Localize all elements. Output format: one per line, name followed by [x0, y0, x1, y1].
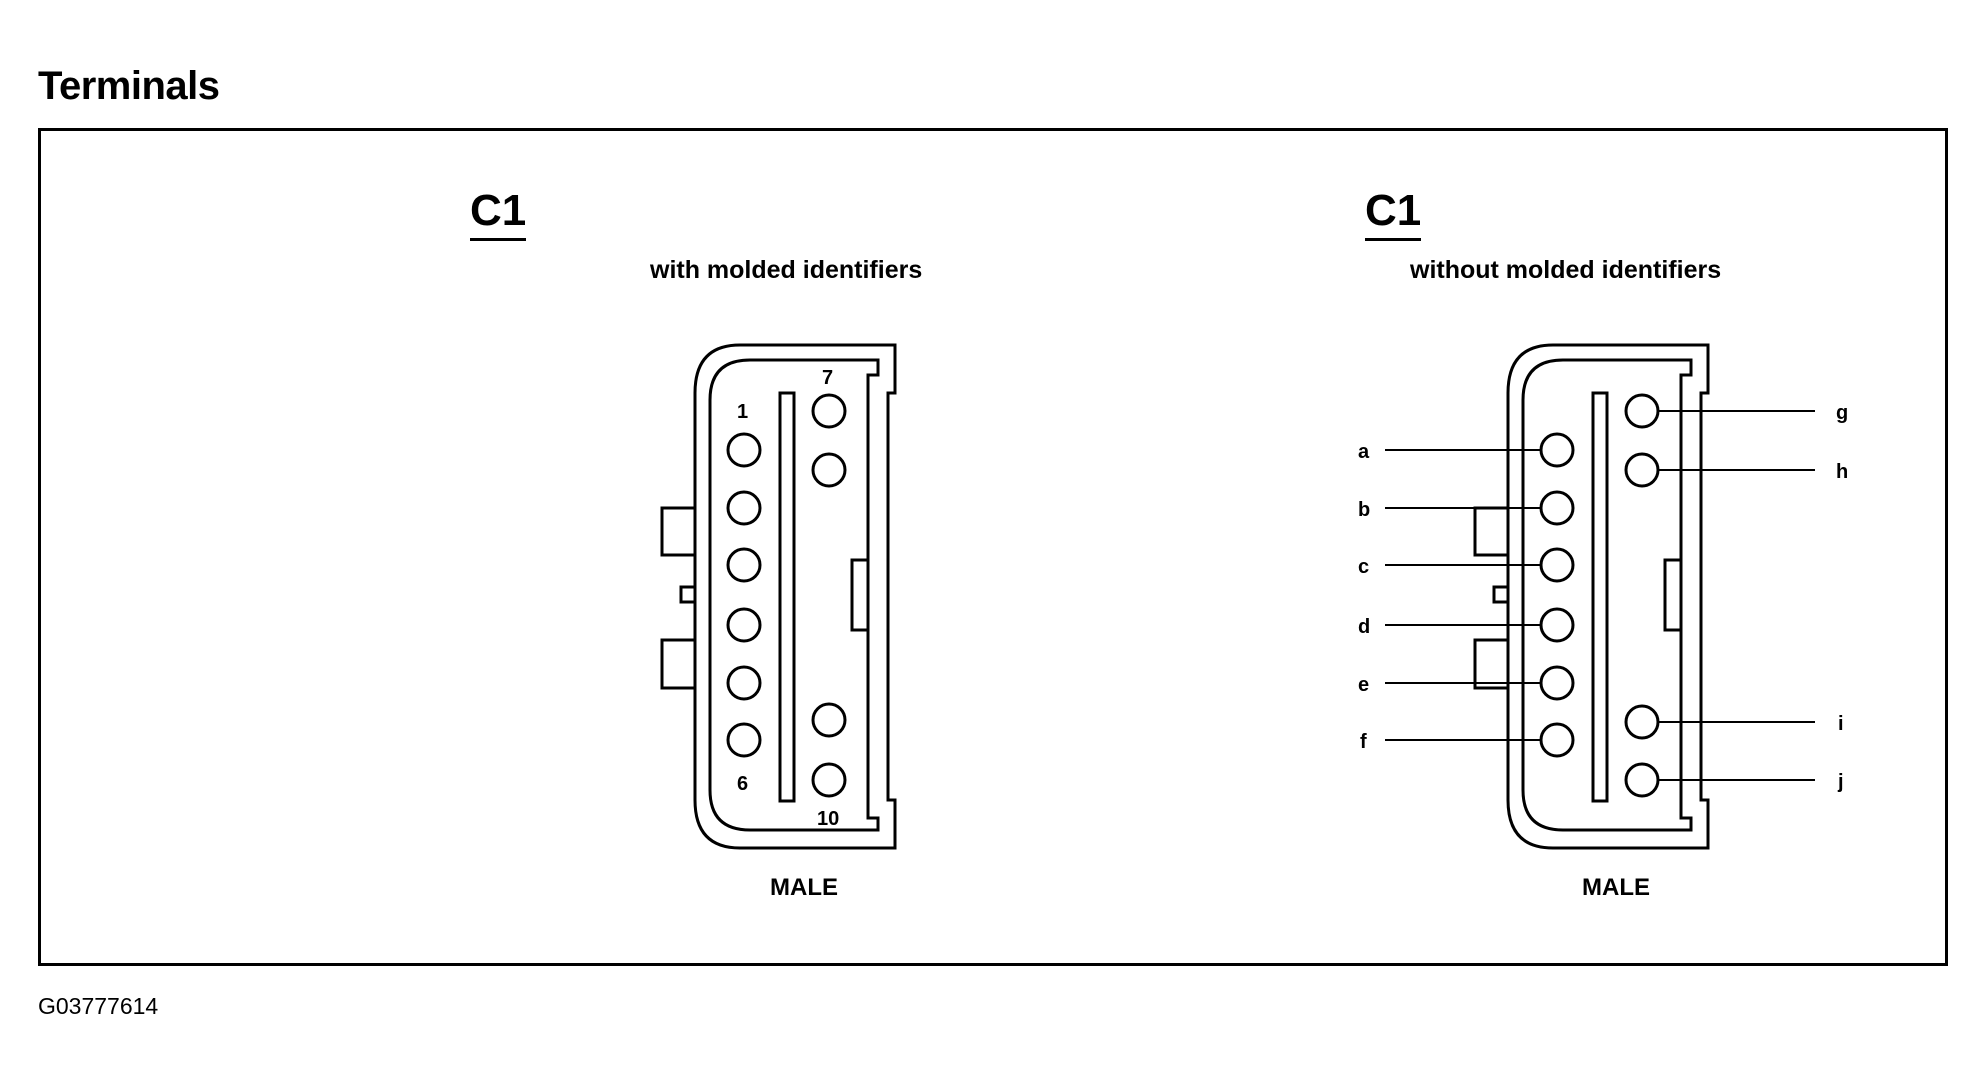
right-connector-cavities	[1539, 393, 1660, 798]
right-pin-label-c: c	[1358, 556, 1369, 578]
right-cavity-b	[1539, 490, 1575, 526]
right-cavity-f	[1539, 722, 1575, 758]
left-cavity-3	[726, 547, 762, 583]
left-cavity-10	[811, 762, 847, 798]
left-connector-housing	[660, 343, 897, 850]
left-pin-label-1: 1	[737, 401, 748, 423]
page-title: Terminals	[38, 64, 220, 108]
left-cavity-4	[726, 607, 762, 643]
left-cavity-2	[726, 490, 762, 526]
right-pin-label-h: h	[1836, 461, 1848, 483]
left-pin-label-7: 7	[822, 367, 833, 389]
right-connector-gender: MALE	[1582, 874, 1650, 901]
right-pin-label-j: j	[1837, 771, 1844, 793]
left-pin-label-10: 10	[817, 808, 839, 830]
right-connector-title: C1	[1365, 188, 1422, 241]
right-cavity-c	[1539, 547, 1575, 583]
right-cavity-j	[1624, 762, 1660, 798]
right-pin-label-i: i	[1838, 713, 1844, 735]
left-connector-title: C1	[470, 188, 527, 241]
right-cavity-h	[1624, 452, 1660, 488]
right-cavity-a	[1539, 432, 1575, 468]
left-cavity-6	[726, 722, 762, 758]
right-cavity-i	[1624, 704, 1660, 740]
right-connector-subtitle: without molded identifiers	[1410, 256, 1722, 284]
left-connector-cavities	[726, 393, 847, 798]
figure-id: G03777614	[38, 993, 159, 1019]
right-pin-label-a: a	[1358, 441, 1370, 463]
left-cavity-1	[726, 432, 762, 468]
right-pin-label-d: d	[1358, 616, 1370, 638]
right-cavity-e	[1539, 665, 1575, 701]
diagram-frame	[38, 128, 1948, 966]
right-pin-label-g: g	[1836, 402, 1848, 424]
left-cavity-8	[811, 452, 847, 488]
right-pin-label-e: e	[1358, 674, 1369, 696]
right-connector-housing	[1473, 343, 1710, 850]
left-connector-subtitle: with molded identifiers	[650, 256, 923, 284]
right-pin-label-b: b	[1358, 499, 1370, 521]
right-cavity-g	[1624, 393, 1660, 429]
right-pin-label-f: f	[1360, 731, 1367, 753]
left-pin-label-6: 6	[737, 773, 748, 795]
left-cavity-7	[811, 393, 847, 429]
right-leader-lines	[1385, 410, 1815, 781]
left-connector-gender: MALE	[770, 874, 838, 901]
right-cavity-d	[1539, 607, 1575, 643]
left-cavity-9	[811, 702, 847, 738]
left-cavity-5	[726, 665, 762, 701]
